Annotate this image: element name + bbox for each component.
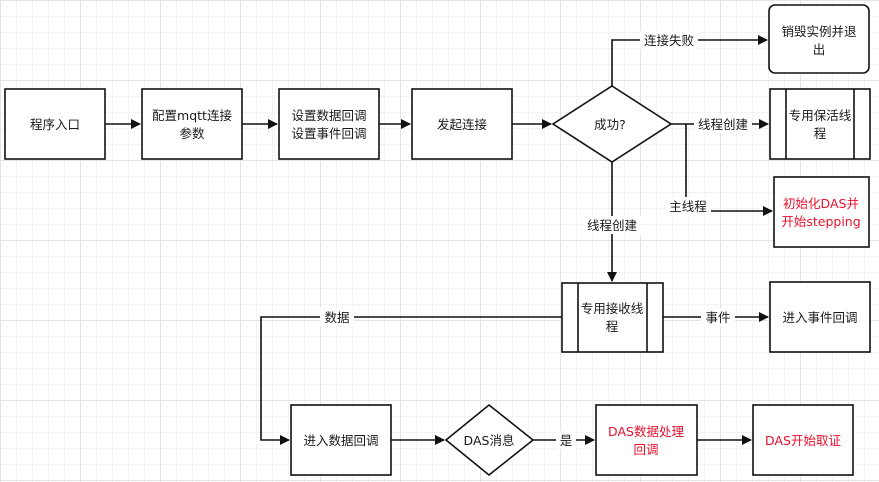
node-recv-line1: 专用接收线 xyxy=(581,301,644,316)
label-yes: 是 xyxy=(560,433,573,448)
label-event: 事件 xyxy=(705,310,730,325)
node-das-process-line2: 回调 xyxy=(633,442,658,457)
node-init-das-line1: 初始化DAS并 xyxy=(783,196,859,211)
node-success-decision: 成功? xyxy=(551,85,673,163)
edge-success-to-destroy xyxy=(611,35,768,86)
node-keepalive-line1: 专用保活线 xyxy=(789,108,852,123)
node-config-mqtt: 配置mqtt连接 参数 xyxy=(141,88,243,160)
node-data-callback: 进入数据回调 xyxy=(290,404,392,476)
node-success-label: 成功? xyxy=(594,117,626,132)
node-destroy-line2: 出 xyxy=(813,42,826,57)
node-set-callbacks: 设置数据回调 设置事件回调 xyxy=(278,88,380,160)
node-das-start: DAS开始取证 xyxy=(752,404,854,476)
node-recv-thread: 专用接收线 程 xyxy=(561,282,664,353)
node-init-das-line2: 开始stepping xyxy=(781,214,860,229)
node-keepalive-thread: 专用保活线 程 xyxy=(769,88,871,160)
node-config-mqtt-line1: 配置mqtt连接 xyxy=(152,108,232,123)
node-config-mqtt-line2: 参数 xyxy=(179,126,205,141)
node-recv-line2: 程 xyxy=(606,319,619,334)
node-destroy-line1: 销毁实例并退 xyxy=(781,24,857,39)
node-set-callbacks-line2: 设置事件回调 xyxy=(291,126,366,141)
node-init-das: 初始化DAS并 开始stepping xyxy=(773,176,870,248)
label-connect-fail: 连接失败 xyxy=(644,33,695,48)
node-keepalive-line2: 程 xyxy=(814,126,827,141)
node-das-msg-decision: DAS消息 xyxy=(444,403,535,477)
node-destroy: 销毁实例并退 出 xyxy=(768,4,870,74)
node-das-msg-label: DAS消息 xyxy=(464,433,515,448)
node-connect: 发起连接 xyxy=(411,88,513,160)
node-das-process-line1: DAS数据处理 xyxy=(608,424,684,439)
node-das-start-label: DAS开始取证 xyxy=(765,433,841,448)
label-main-thread: 主线程 xyxy=(669,199,707,214)
node-connect-label: 发起连接 xyxy=(437,117,488,132)
edge-recv-to-data-cb xyxy=(260,316,562,445)
node-event-callback-label: 进入事件回调 xyxy=(782,310,857,325)
node-entry-label: 程序入口 xyxy=(30,117,80,132)
node-data-callback-label: 进入数据回调 xyxy=(303,433,378,448)
node-das-process: DAS数据处理 回调 xyxy=(595,404,698,476)
node-set-callbacks-line1: 设置数据回调 xyxy=(291,108,366,123)
label-thread-create-down: 线程创建 xyxy=(587,218,638,233)
node-entry: 程序入口 xyxy=(4,88,106,160)
label-thread-create-right: 线程创建 xyxy=(698,117,749,132)
node-event-callback: 进入事件回调 xyxy=(769,281,871,353)
label-data: 数据 xyxy=(324,310,349,325)
